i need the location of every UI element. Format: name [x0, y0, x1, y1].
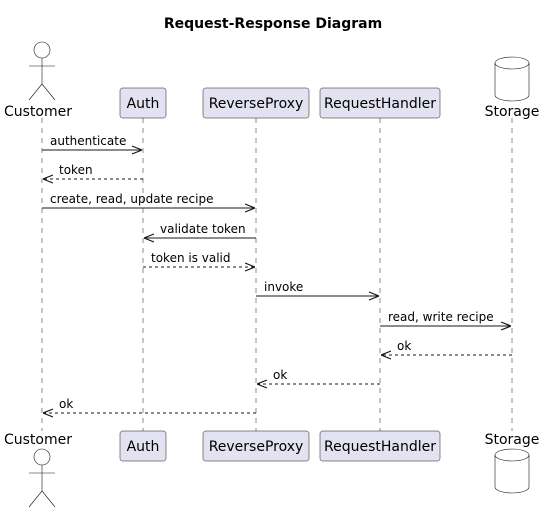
message-2: token — [43, 163, 143, 179]
participant-label: Customer — [4, 104, 72, 120]
participant-box — [319, 87, 441, 119]
message-label: ok — [273, 368, 287, 382]
message-label: read, write recipe — [388, 310, 494, 324]
participant-label: RequestHandler — [324, 96, 436, 112]
participant-reverseproxy-top: ReverseProxy — [202, 87, 310, 119]
participant-auth-top: Auth — [119, 87, 167, 119]
participant-box — [119, 430, 167, 462]
database-body — [494, 56, 530, 102]
message-8: ok — [381, 339, 512, 355]
message-label: authenticate — [50, 134, 126, 148]
participant-requesthandler-bottom: RequestHandler — [319, 430, 441, 462]
participant-label: Storage — [485, 104, 540, 120]
message-5: token is valid — [143, 251, 255, 267]
actor-customer-top: Customer — [4, 41, 72, 120]
participant-box — [119, 87, 167, 119]
participant-label: Customer — [4, 432, 72, 448]
message-label: create, read, update recipe — [50, 192, 213, 206]
message-1: authenticate — [42, 134, 142, 150]
participant-box — [319, 430, 441, 462]
participant-label: Auth — [127, 439, 160, 455]
message-6: invoke — [256, 280, 379, 296]
actor-customer-bottom: Customer — [4, 432, 72, 508]
message-3: create, read, update recipe — [42, 192, 255, 208]
actor-body — [28, 465, 56, 508]
messages: authenticate token create, read, update re… — [42, 134, 512, 413]
message-label: ok — [59, 397, 73, 411]
message-label: validate token — [160, 222, 246, 236]
message-label: token — [59, 163, 93, 177]
participant-auth-bottom: Auth — [119, 430, 167, 462]
message-label: token is valid — [151, 251, 231, 265]
participant-label: ReverseProxy — [209, 439, 304, 455]
database-rim — [494, 62, 530, 70]
participant-label: RequestHandler — [324, 439, 436, 455]
diagram-title: Request-Response Diagram — [164, 16, 382, 32]
participant-box — [202, 430, 310, 462]
participant-label: ReverseProxy — [209, 96, 304, 112]
message-label: invoke — [264, 280, 303, 294]
participant-reverseproxy-bottom: ReverseProxy — [202, 430, 310, 462]
participants: CustomerCustomerAuthAuthReverseProxyReve… — [4, 41, 540, 508]
actor-body — [28, 58, 56, 101]
database-body — [494, 448, 530, 494]
message-9: ok — [257, 368, 380, 384]
participant-label: Auth — [127, 96, 160, 112]
actor-head — [33, 41, 51, 59]
message-label: ok — [397, 339, 411, 353]
database-storage-top: Storage — [485, 56, 540, 120]
database-rim — [494, 454, 530, 462]
lifelines — [41, 118, 513, 431]
message-4: validate token — [144, 222, 256, 238]
message-10: ok — [43, 397, 256, 413]
actor-head — [33, 448, 51, 466]
participant-label: Storage — [485, 432, 540, 448]
message-7: read, write recipe — [380, 310, 511, 326]
participant-requesthandler-top: RequestHandler — [319, 87, 441, 119]
participant-box — [202, 87, 310, 119]
database-storage-bottom: Storage — [485, 432, 540, 494]
